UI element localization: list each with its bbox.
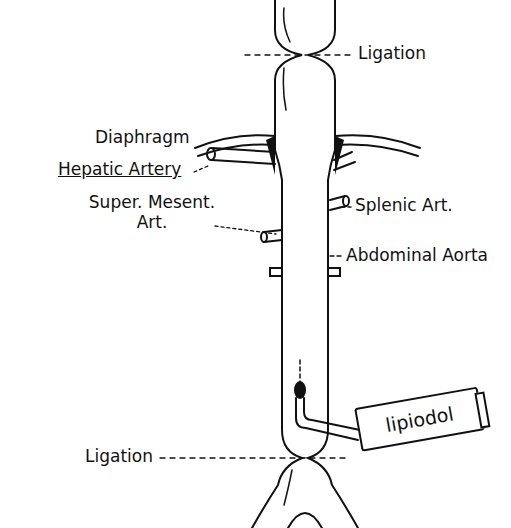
splenic-artery-end (343, 196, 349, 206)
syringe: lipiodol (354, 387, 485, 452)
ligation-label: Ligation (85, 447, 153, 467)
syringe-cap (474, 391, 490, 428)
leader-line (245, 54, 352, 55)
catheter (296, 398, 360, 440)
structure-label: Diaphragm (95, 128, 190, 148)
aorta-wall (252, 0, 302, 528)
ligation-label: Ligation (358, 44, 426, 64)
leader-line (330, 255, 342, 256)
catheter-bulb (294, 381, 306, 399)
leader-line (215, 226, 276, 234)
structure-label: Abdominal Aorta (346, 246, 488, 266)
leader-line (194, 166, 208, 172)
leader-line (160, 457, 350, 458)
renal-artery (270, 268, 340, 276)
artery-label: Hepatic Artery (58, 160, 181, 180)
artery-label: Super. Mesent. Art. (88, 193, 216, 232)
artery-label: Splenic Art. (355, 196, 453, 216)
leader-line (342, 206, 352, 207)
bifurcation (288, 513, 322, 528)
hepatic-artery (212, 148, 275, 164)
syringe-label: lipiodol (384, 402, 455, 436)
diaphragm-shading (266, 136, 344, 175)
shading (283, 8, 292, 505)
sup-mesenteric-end (261, 232, 267, 242)
catheter-tip (299, 360, 301, 382)
hepatic-artery-end (207, 148, 215, 160)
